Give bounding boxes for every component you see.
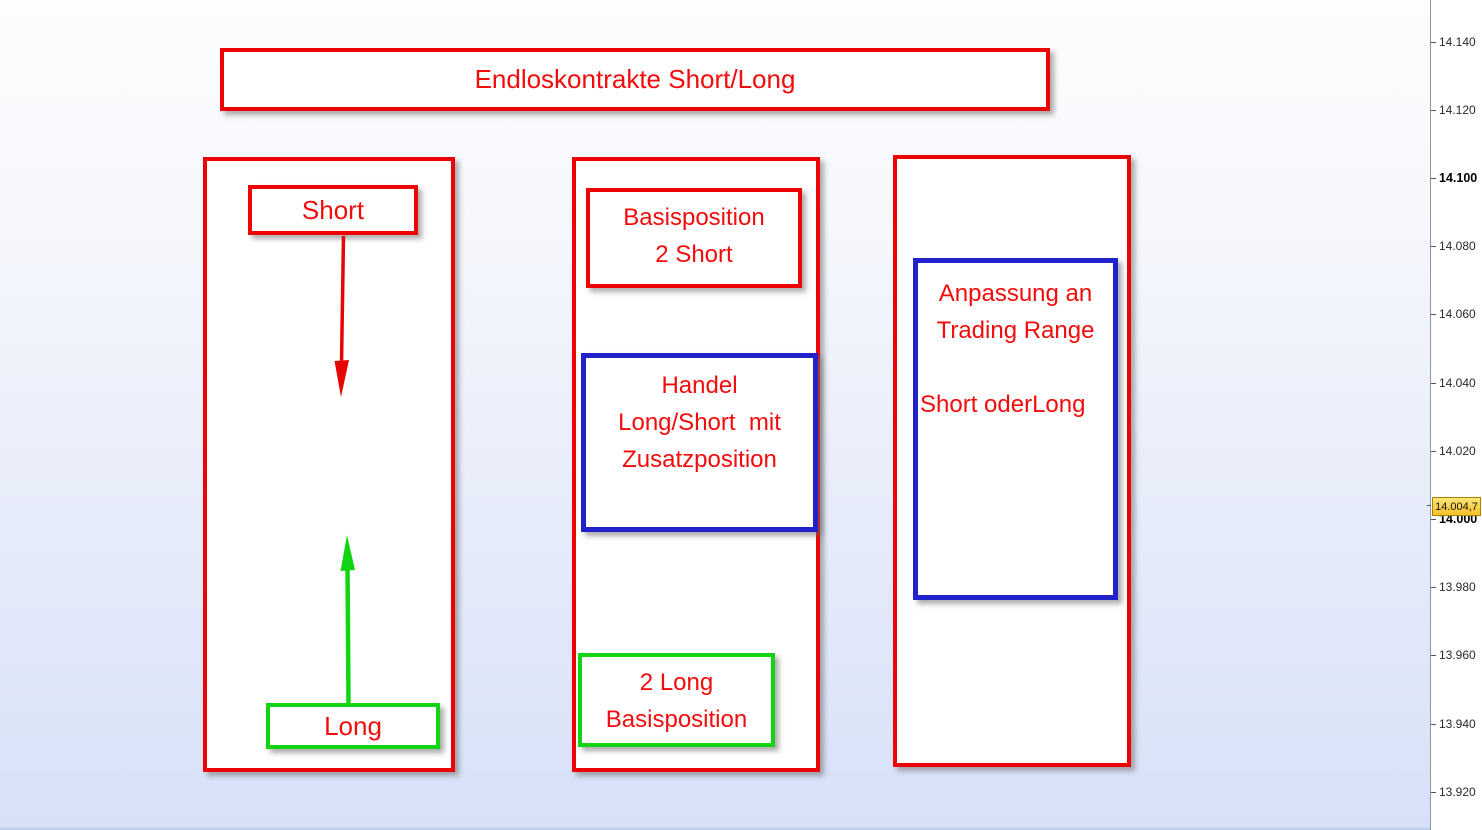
axis-tick: 14.040 [1431,375,1476,391]
current-price-tick [1427,505,1431,506]
axis-tick: 14.020 [1431,443,1476,459]
axis-tick: 14.100 [1431,170,1477,186]
up-arrow-icon[interactable] [330,531,366,707]
long-label: Long [324,710,382,741]
axis-tick: 14.060 [1431,306,1476,322]
handel-box[interactable]: Handel Long/Short mit Zusatzposition [581,353,818,532]
trading-range-line2: Trading Range [936,317,1095,344]
long-box[interactable]: Long [266,703,440,749]
basisposition-short-line1: Basisposition [623,204,765,231]
trading-range-line1: Anpassung an [938,280,1093,307]
flow-panel-box[interactable] [203,157,455,772]
axis-tick: 13.940 [1431,716,1476,732]
axis-tick: 13.920 [1431,784,1476,800]
handel-line2: Long/Short mit [618,409,781,436]
two-long-line2: Basisposition [605,706,748,733]
short-label: Short [301,194,365,225]
page-title: Endloskontrakte Short/Long [474,64,796,94]
axis-tick: 13.980 [1431,579,1476,595]
handel-line3: Zusatzposition [622,446,777,473]
basisposition-short-line2: 2 Short [655,241,733,268]
title-annotation-box[interactable]: Endloskontrakte Short/Long [220,48,1050,111]
basisposition-short-box[interactable]: Basisposition 2 Short [586,188,802,288]
two-long-box[interactable]: 2 Long Basisposition [578,653,775,747]
handel-line1: Handel [661,372,738,399]
axis-tick: 14.140 [1431,34,1476,50]
axis-tick: 13.960 [1431,647,1476,663]
axis-tick: 14.120 [1431,102,1476,118]
chart-bottom-edge [0,827,1431,830]
two-long-line1: 2 Long [639,669,714,696]
current-price-label: 14.004,7 [1435,500,1478,513]
current-price-tag: 14.004,7 [1432,497,1481,516]
down-arrow-icon[interactable] [325,233,361,403]
price-axis[interactable]: 14.140 14.120 14.100 14.080 14.060 14.04… [1427,0,1482,830]
short-box[interactable]: Short [248,185,418,235]
trading-range-line3: Short oderLong [920,391,1086,418]
axis-tick: 14.080 [1431,238,1476,254]
trading-range-box[interactable]: Anpassung an Trading Range Short oderLon… [913,258,1118,600]
